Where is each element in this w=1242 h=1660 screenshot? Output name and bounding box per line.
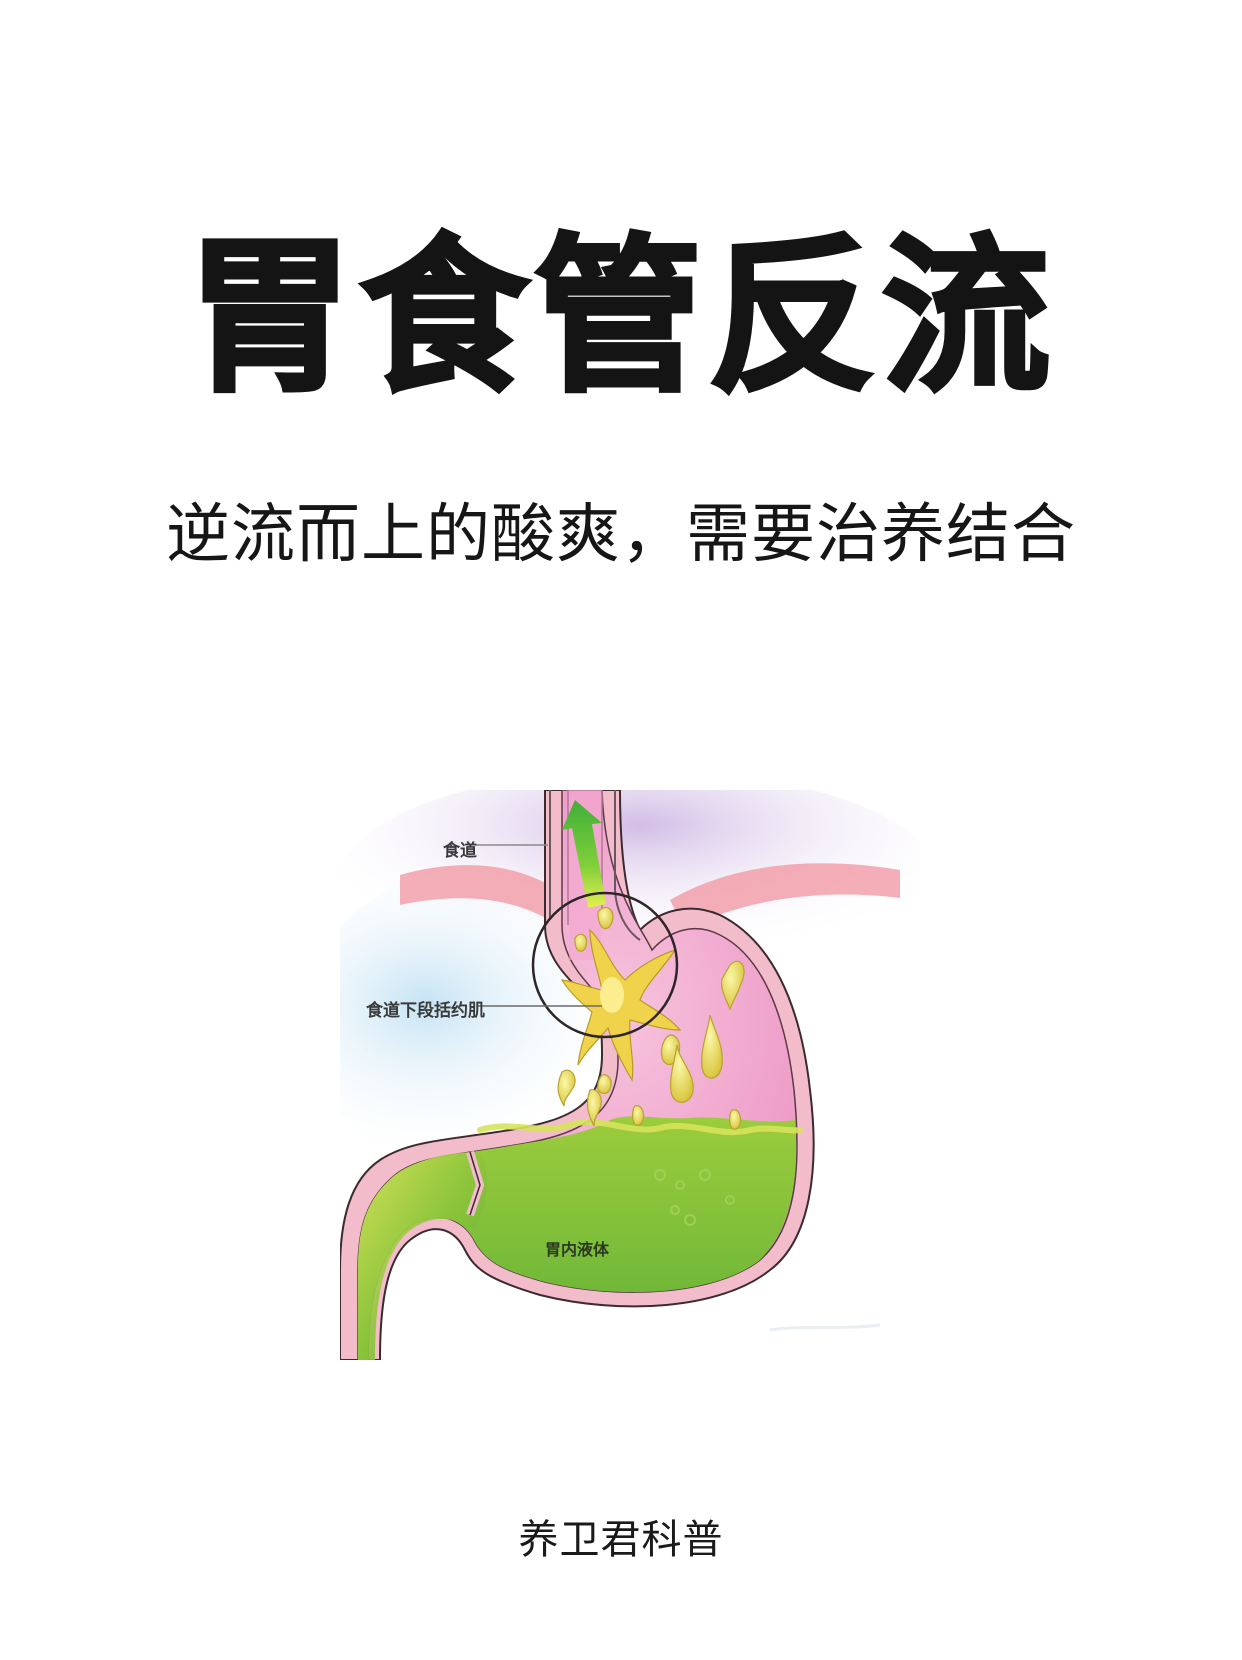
label-lower-esophageal-sphincter: 食道下段括约肌 bbox=[366, 1001, 485, 1021]
stomach-diagram bbox=[340, 790, 920, 1360]
gerd-stomach-illustration: 食道 食道下段括约肌 胃内液体 bbox=[340, 790, 920, 1360]
poster-title: 胃食管反流 bbox=[184, 219, 1056, 415]
label-stomach-fluid: 胃内液体 bbox=[545, 1240, 610, 1259]
highlight-circle bbox=[531, 891, 679, 1039]
up-arrow-icon bbox=[562, 800, 606, 908]
brand-footer: 养卫君科普 bbox=[518, 1517, 724, 1563]
label-esophagus: 食道 bbox=[443, 841, 477, 861]
poster-subtitle: 逆流而上的酸爽，需要治养结合 bbox=[166, 498, 1076, 572]
